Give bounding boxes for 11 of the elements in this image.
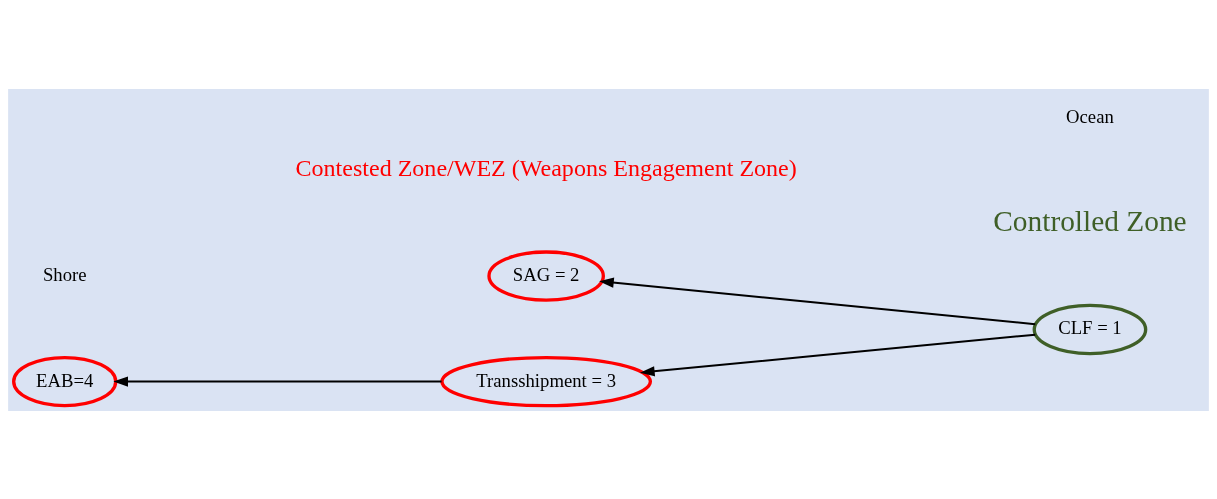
label: Controlled Zone (993, 204, 1187, 237)
label: Contested Zone/WEZ (Weapons Engagement Zone) (295, 154, 797, 181)
arrow (599, 276, 1037, 325)
node-ellipse: EAB=4 (12, 355, 118, 407)
node-ellipse: Transshipment = 3 (440, 355, 653, 407)
node-ellipse: CLF = 1 (1032, 303, 1148, 355)
label: Ocean (1066, 105, 1114, 127)
arrow (639, 333, 1037, 376)
arrow (113, 375, 443, 387)
label: Shore (42, 263, 87, 285)
node-ellipse: SAG = 2 (487, 249, 605, 302)
